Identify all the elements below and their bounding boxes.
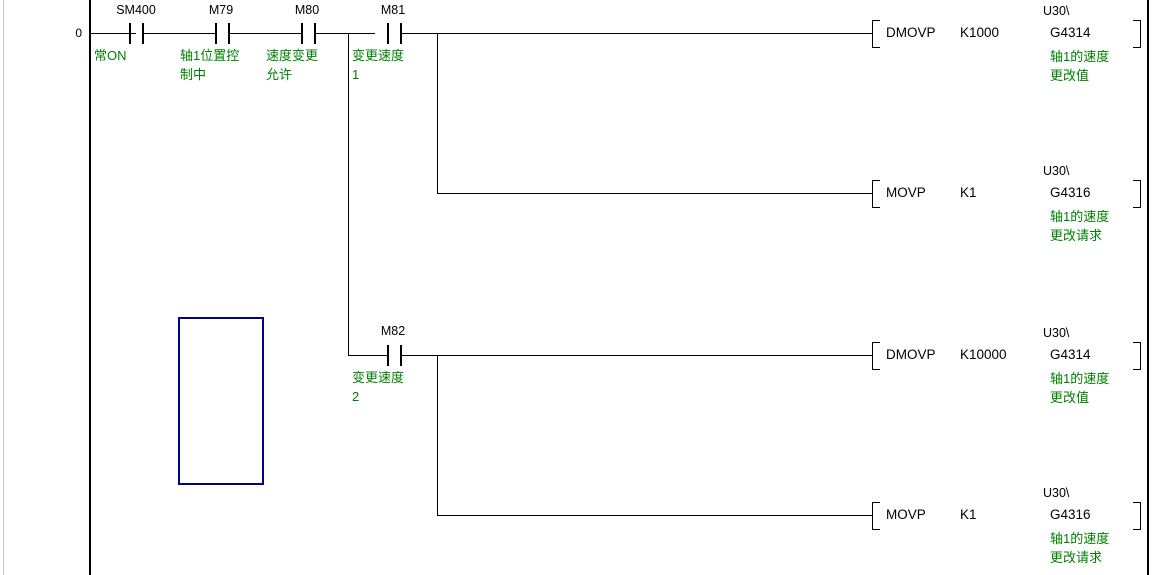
left-power-rail (89, 0, 91, 575)
instruction-comment-2: 轴1的速度 更改请求 (1050, 209, 1110, 243)
contact-bar-left (129, 23, 131, 44)
rung-wire-m81-out2 (437, 193, 872, 194)
bracket-close (1133, 20, 1141, 48)
instruction-arg2: G4316 (1050, 507, 1091, 522)
step-number: 0 (75, 26, 82, 40)
device-label-m81: M81 (380, 3, 406, 17)
instruction-opcode: DMOVP (886, 25, 936, 40)
instruction-comment-1: 轴1的速度 更改值 (1050, 49, 1110, 83)
branch-vertical-m81-m82 (348, 33, 349, 356)
instruction-arg2: G4314 (1050, 25, 1091, 40)
instruction-block-4[interactable]: MOVP K1 G4316 (872, 502, 1141, 530)
contact-bar-left (387, 23, 389, 44)
contact-bar-left (387, 345, 389, 366)
device-label-sm400: SM400 (116, 3, 156, 17)
comment-m81: 变更速度 1 (352, 48, 405, 82)
rung-wire-main (90, 33, 136, 34)
bracket-close (1133, 502, 1141, 530)
instruction-comment-3: 轴1的速度 更改值 (1050, 371, 1110, 405)
rung-wire-m82-out2 (437, 515, 872, 516)
rung-wire-m81-out (401, 33, 872, 34)
instruction-arg1: K1 (960, 185, 977, 200)
instruction-block-3[interactable]: DMOVP K10000 G4314 (872, 342, 1141, 370)
comment-sm400: 常ON (94, 48, 127, 63)
instruction-opcode: MOVP (886, 185, 926, 200)
instruction-arg1: K1 (960, 507, 977, 522)
device-label-m80: M80 (294, 3, 320, 17)
instruction-unit-prefix-4: U30\ (1043, 486, 1070, 500)
instruction-arg1: K1000 (960, 25, 1000, 40)
comment-m80: 速度变更 允许 (266, 48, 319, 82)
contact-bar-left (215, 23, 217, 44)
bracket-close (1133, 342, 1141, 370)
branch-wire-m82-in (348, 355, 388, 356)
comment-m79: 轴1位置控 制中 (180, 48, 240, 82)
output-branch-vertical-lower (437, 355, 438, 516)
bracket-open (872, 502, 880, 530)
instruction-comment-4: 轴1的速度 更改请求 (1050, 531, 1110, 565)
rung-wire-sm400-m79 (143, 33, 216, 34)
instruction-arg2: G4314 (1050, 347, 1091, 362)
device-label-m79: M79 (208, 3, 234, 17)
instruction-unit-prefix-2: U30\ (1043, 164, 1070, 178)
rung-wire-m79-m80 (229, 33, 302, 34)
instruction-block-1[interactable]: DMOVP K1000 G4314 (872, 20, 1141, 48)
contact-bar-left (301, 23, 303, 44)
device-label-m82: M82 (380, 324, 406, 338)
bracket-open (872, 20, 880, 48)
comment-m82: 变更速度 2 (352, 370, 405, 404)
selection-cursor[interactable] (178, 317, 264, 485)
panel-left-edge (3, 0, 4, 575)
instruction-arg2: G4316 (1050, 185, 1091, 200)
bracket-open (872, 342, 880, 370)
instruction-unit-prefix-1: U30\ (1043, 4, 1070, 18)
rung-wire-m82-out (401, 355, 872, 356)
rung-wire-m80-branch (315, 33, 375, 34)
instruction-block-2[interactable]: MOVP K1 G4316 (872, 180, 1141, 208)
bracket-close (1133, 180, 1141, 208)
instruction-opcode: MOVP (886, 507, 926, 522)
output-branch-vertical-upper (437, 33, 438, 194)
instruction-arg1: K10000 (960, 347, 1007, 362)
instruction-unit-prefix-3: U30\ (1043, 326, 1070, 340)
bracket-open (872, 180, 880, 208)
instruction-opcode: DMOVP (886, 347, 936, 362)
right-power-rail (1147, 0, 1149, 575)
